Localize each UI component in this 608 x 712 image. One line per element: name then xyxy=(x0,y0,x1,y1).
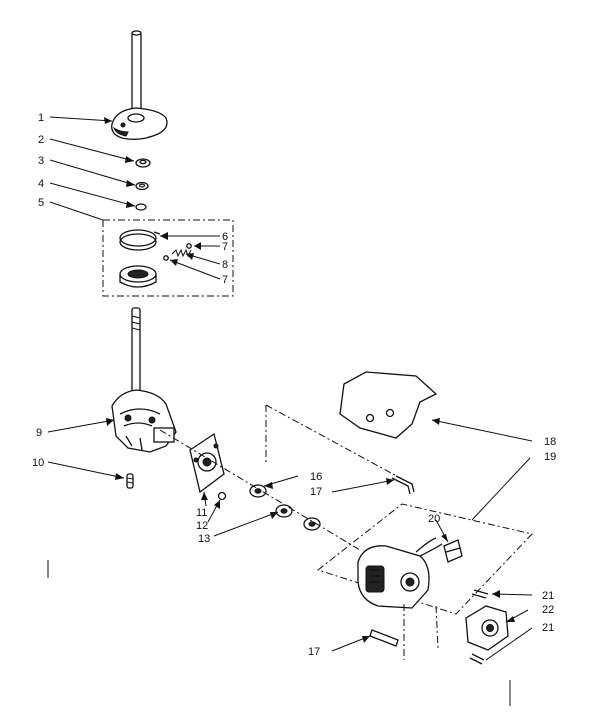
callout-3: 3 xyxy=(38,155,44,167)
callout-21-upper: 21 xyxy=(542,590,554,602)
callout-13: 13 xyxy=(198,533,210,545)
part-4-ring xyxy=(135,203,147,211)
callout-22: 22 xyxy=(542,604,554,616)
callout-7-upper: 7 xyxy=(222,241,228,253)
part-20-connector xyxy=(443,539,463,563)
motor-axis-line-b xyxy=(435,605,439,649)
part-1-cap xyxy=(111,107,168,140)
part-7-pin-lower xyxy=(163,255,169,261)
callout-2: 2 xyxy=(38,134,44,146)
callout-7-lower: 7 xyxy=(222,274,228,286)
callout-4: 4 xyxy=(38,178,44,190)
lower-shaft xyxy=(131,307,141,399)
part-10-screw xyxy=(126,473,134,489)
part-21-clip-upper xyxy=(471,589,489,599)
callout-21-lower: 21 xyxy=(542,622,554,634)
hub-pulley xyxy=(119,265,157,288)
callout-6: 6 xyxy=(222,231,228,243)
alignment-line-c xyxy=(265,404,405,481)
leader-lines xyxy=(47,116,533,661)
part-13-coupler-a xyxy=(275,504,293,518)
part-22-bracket xyxy=(465,605,509,651)
part-17-rod-upper xyxy=(391,475,415,495)
upper-shaft xyxy=(131,30,142,119)
alignment-line-a xyxy=(159,429,361,551)
callout-5: 5 xyxy=(38,197,44,209)
part-18-shield xyxy=(339,371,438,439)
part-16-coupler xyxy=(249,484,267,498)
part-21-clip-lower xyxy=(469,653,485,665)
part-9-gearcase xyxy=(111,389,177,453)
callout-17-upper: 17 xyxy=(310,486,322,498)
part-6-band xyxy=(119,229,161,251)
callout-12: 12 xyxy=(196,520,208,532)
callout-10: 10 xyxy=(32,457,44,469)
part-3-washer xyxy=(135,181,149,191)
callout-16: 16 xyxy=(310,471,322,483)
part-17-rod-lower xyxy=(369,629,399,647)
callout-20: 20 xyxy=(428,513,440,525)
callout-17-lower: 17 xyxy=(308,646,320,658)
leader-arrowheads xyxy=(104,117,515,643)
part-13-coupler-b xyxy=(303,517,321,531)
callout-18: 18 xyxy=(544,436,556,448)
part-19-motor-box xyxy=(316,503,533,615)
part-2-washer xyxy=(135,158,151,168)
callout-9: 9 xyxy=(36,427,42,439)
part-7-pin-upper xyxy=(186,243,192,249)
callout-8: 8 xyxy=(222,259,228,271)
part-5-assembly-box xyxy=(102,219,234,297)
part-11-nut xyxy=(217,491,227,501)
part-12-plate xyxy=(189,432,225,494)
callout-1: 1 xyxy=(38,112,44,124)
part-19-motor xyxy=(357,537,443,609)
callout-19: 19 xyxy=(544,451,556,463)
callout-11: 11 xyxy=(196,507,207,519)
